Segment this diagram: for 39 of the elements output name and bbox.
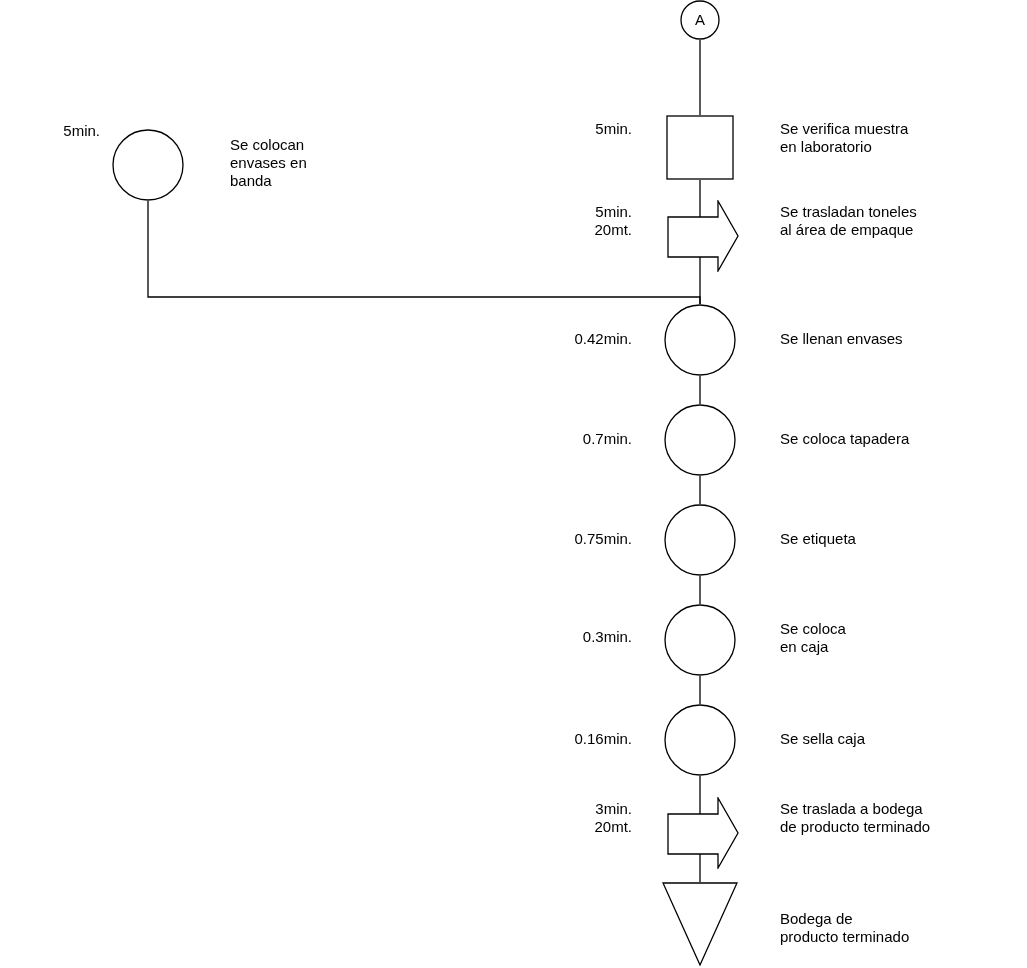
step-description: Se coloca tapadera — [780, 430, 911, 448]
operation-circle — [664, 504, 736, 576]
step-description: Se coloca en caja — [780, 620, 847, 656]
time-label: 5min. 20mt. — [593, 203, 632, 239]
step-description: Se trasladan toneles al área de empaque — [780, 203, 918, 239]
connector-line — [699, 39, 701, 116]
operation-circle — [112, 129, 184, 201]
step-description: Se llenan envases — [780, 330, 904, 348]
step-description: Bodega de producto terminado — [780, 910, 911, 946]
transport-symbol — [667, 200, 739, 272]
operation-circle — [664, 304, 736, 376]
time-label: 5min. — [62, 122, 100, 140]
connector-line — [699, 179, 701, 218]
step-description: Se colocan envases en banda — [230, 136, 308, 190]
operation-circle — [664, 704, 736, 776]
time-label: 0.7min. — [581, 430, 632, 448]
connector-line — [699, 775, 701, 815]
step-description: Se etiqueta — [780, 530, 857, 548]
operation-circle — [664, 404, 736, 476]
step-description: Se traslada a bodega de producto terminado — [780, 800, 932, 836]
step-description: Se sella caja — [780, 730, 867, 748]
connector-line — [699, 475, 701, 505]
time-label: 5min. — [594, 120, 632, 138]
connector-line — [699, 575, 701, 605]
time-label: 0.3min. — [581, 628, 632, 646]
transport-symbol — [667, 797, 739, 869]
connector-line — [699, 853, 701, 883]
time-label: 3min. 20mt. — [593, 800, 632, 836]
storage-triangle — [662, 882, 738, 966]
step-description: Se verifica muestra en laboratorio — [780, 120, 910, 156]
operation-circle — [664, 604, 736, 676]
time-label: 0.42min. — [573, 330, 632, 348]
connector-line — [147, 200, 701, 305]
connector-circle: A — [680, 0, 720, 40]
inspection-square — [666, 115, 734, 180]
connector-line — [699, 675, 701, 705]
connector-line — [699, 375, 701, 405]
time-label: 0.16min. — [573, 730, 632, 748]
time-label: 0.75min. — [573, 530, 632, 548]
